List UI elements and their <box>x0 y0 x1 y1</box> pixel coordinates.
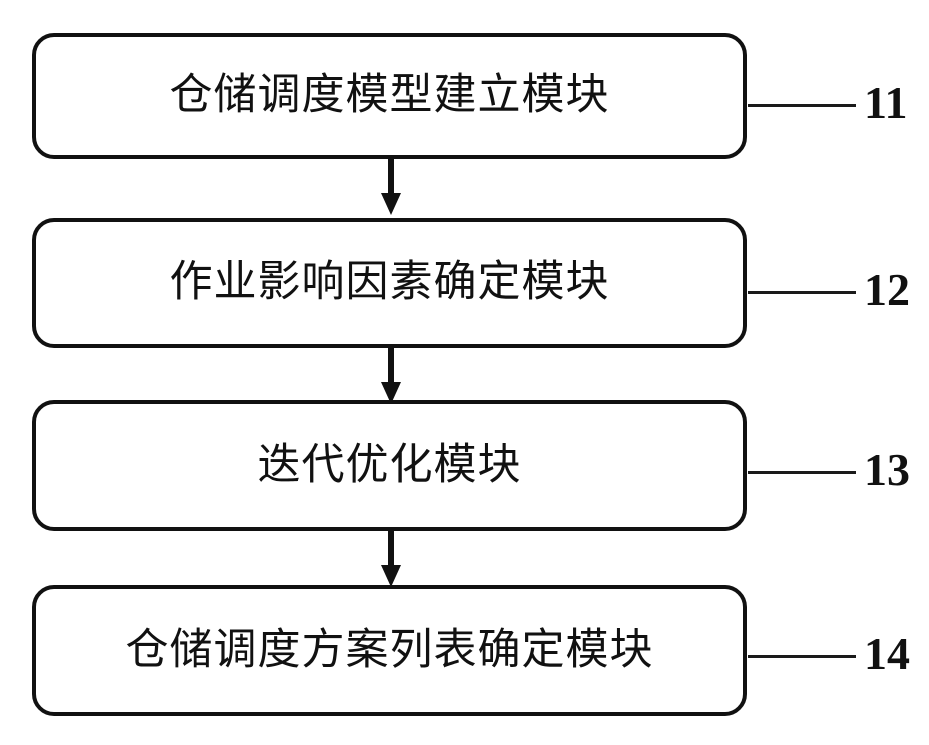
flow-node-label: 作业影响因素确定模块 <box>169 259 610 307</box>
flow-node-module-13[interactable]: 迭代优化模块 <box>32 400 747 531</box>
reference-numeral-14: 14 <box>864 628 910 679</box>
reference-numeral-11: 11 <box>864 77 908 128</box>
leader-line-11 <box>748 104 856 107</box>
leader-line-14 <box>748 655 856 658</box>
flow-node-module-12[interactable]: 作业影响因素确定模块 <box>32 218 747 348</box>
leader-line-12 <box>748 291 856 294</box>
reference-numeral-13: 13 <box>864 444 910 495</box>
reference-numeral-12: 12 <box>864 264 910 315</box>
flow-node-label: 仓储调度方案列表确定模块 <box>125 626 654 674</box>
flow-node-module-11[interactable]: 仓储调度模型建立模块 <box>32 33 747 159</box>
flow-node-module-14[interactable]: 仓储调度方案列表确定模块 <box>32 585 747 716</box>
arrow-down-icon-1 <box>381 157 401 217</box>
flow-node-label: 仓储调度模型建立模块 <box>169 72 610 120</box>
arrow-down-icon-2 <box>381 346 401 406</box>
arrow-down-icon-3 <box>381 529 401 589</box>
leader-line-13 <box>748 471 856 474</box>
flow-node-label: 迭代优化模块 <box>257 441 522 489</box>
